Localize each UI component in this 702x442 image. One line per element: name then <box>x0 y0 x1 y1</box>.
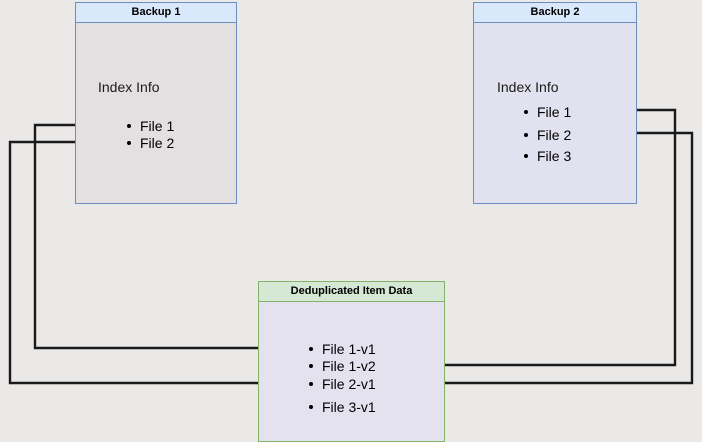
list-item: File 2 <box>124 135 174 151</box>
backup-2-index-info-label: Index Info <box>497 79 559 95</box>
list-item: File 1-v1 <box>306 341 376 357</box>
node-backup-1-header: Backup 1 <box>76 3 236 23</box>
node-backup-2[interactable]: Backup 2 Index Info File 1 File 2 File 3 <box>473 2 637 204</box>
list-item: File 1 <box>521 104 571 120</box>
list-item: File 1-v2 <box>306 358 376 374</box>
list-item: File 1 <box>124 118 174 134</box>
list-item: File 3 <box>521 148 571 164</box>
node-backup-1[interactable]: Backup 1 Index Info File 1 File 2 <box>75 2 237 204</box>
node-backup-2-body: Index Info File 1 File 2 File 3 <box>474 23 636 203</box>
backup-1-index-info-label: Index Info <box>98 79 160 95</box>
list-item: File 2 <box>521 127 571 143</box>
list-item: File 2-v1 <box>306 376 376 392</box>
node-backup-2-header: Backup 2 <box>474 3 636 23</box>
node-backup-1-body: Index Info File 1 File 2 <box>76 23 236 203</box>
node-deduplicated-item-data-header: Deduplicated Item Data <box>259 282 444 302</box>
list-item: File 3-v1 <box>306 399 376 415</box>
node-deduplicated-item-data-body <box>259 302 444 441</box>
node-deduplicated-item-data[interactable]: Deduplicated Item Data File 1-v1 File 1-… <box>258 281 445 442</box>
